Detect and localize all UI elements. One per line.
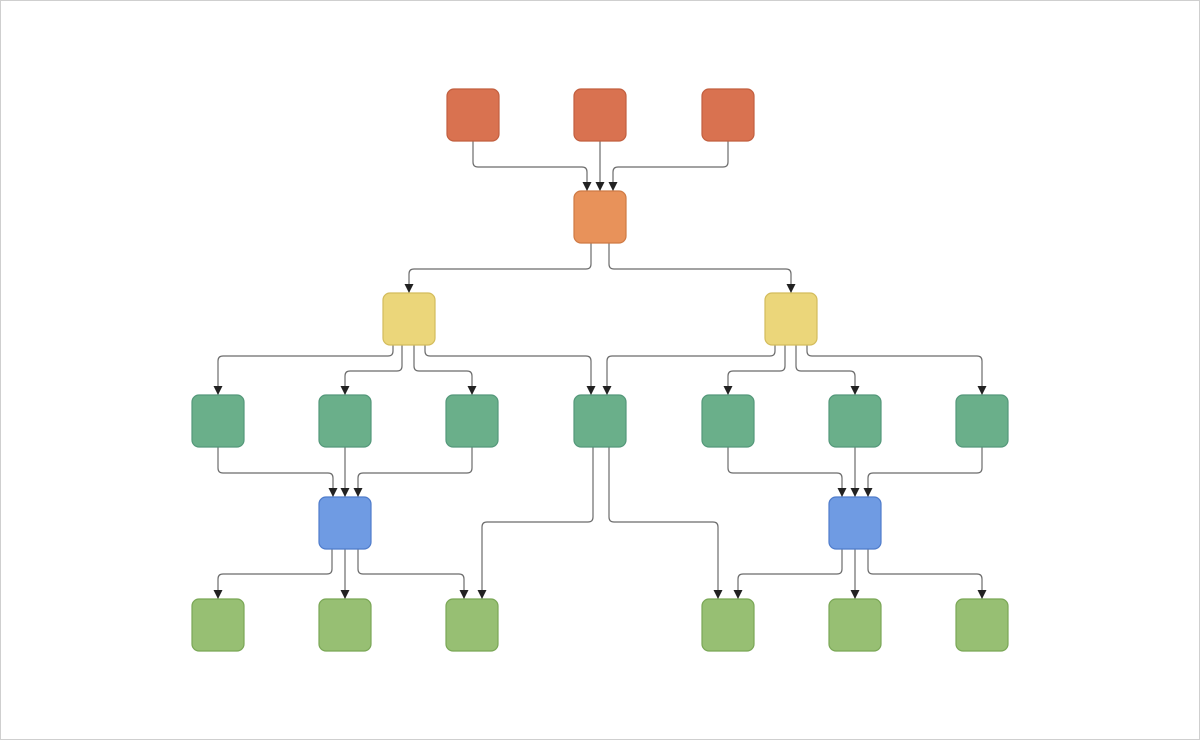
edge-mid-7-to-merge-right [863, 447, 983, 497]
node-merge-right[interactable] [828, 496, 882, 550]
node-box-mid-5[interactable] [701, 394, 755, 448]
nodes-layer [191, 88, 1009, 652]
edge-branch-right-to-mid-4 [602, 345, 776, 395]
node-box-mid-2[interactable] [318, 394, 372, 448]
edge-branch-left-to-mid-3 [413, 345, 477, 395]
node-mid-3[interactable] [445, 394, 499, 448]
node-leaf-2[interactable] [318, 598, 372, 652]
node-leaf-1[interactable] [191, 598, 245, 652]
node-branch-right[interactable] [764, 292, 818, 346]
node-leaf-6[interactable] [955, 598, 1009, 652]
node-leaf-5[interactable] [828, 598, 882, 652]
node-box-mid-1[interactable] [191, 394, 245, 448]
node-hub[interactable] [573, 190, 627, 244]
node-src-1[interactable] [446, 88, 500, 142]
node-box-leaf-4[interactable] [701, 598, 755, 652]
edge-merge-right-to-leaf-4 [733, 549, 843, 599]
node-box-src-3[interactable] [701, 88, 755, 142]
edge-hub-to-branch-left [404, 243, 592, 293]
node-box-merge-left[interactable] [318, 496, 372, 550]
node-box-src-2[interactable] [573, 88, 627, 142]
node-box-branch-left[interactable] [382, 292, 436, 346]
node-box-mid-3[interactable] [445, 394, 499, 448]
node-box-leaf-5[interactable] [828, 598, 882, 652]
edge-merge-right-to-leaf-6 [867, 549, 987, 599]
node-leaf-4[interactable] [701, 598, 755, 652]
node-box-src-1[interactable] [446, 88, 500, 142]
node-box-mid-7[interactable] [955, 394, 1009, 448]
node-box-hub[interactable] [573, 190, 627, 244]
edge-merge-left-to-leaf-1 [213, 549, 333, 599]
node-box-leaf-3[interactable] [445, 598, 499, 652]
node-mid-2[interactable] [318, 394, 372, 448]
node-box-merge-right[interactable] [828, 496, 882, 550]
edge-mid-3-to-merge-left [353, 447, 473, 497]
node-mid-6[interactable] [828, 394, 882, 448]
node-box-mid-4[interactable] [573, 394, 627, 448]
node-mid-1[interactable] [191, 394, 245, 448]
edges-layer [213, 141, 987, 599]
edge-merge-left-to-leaf-3 [357, 549, 469, 599]
node-box-mid-6[interactable] [828, 394, 882, 448]
node-branch-left[interactable] [382, 292, 436, 346]
edge-hub-to-branch-right [608, 243, 796, 293]
edge-mid-5-to-merge-right [727, 447, 847, 497]
node-box-branch-right[interactable] [764, 292, 818, 346]
node-box-leaf-1[interactable] [191, 598, 245, 652]
edge-branch-right-to-mid-5 [723, 345, 786, 395]
node-leaf-3[interactable] [445, 598, 499, 652]
node-mid-7[interactable] [955, 394, 1009, 448]
node-src-3[interactable] [701, 88, 755, 142]
edge-branch-left-to-mid-2 [340, 345, 403, 395]
node-box-leaf-6[interactable] [955, 598, 1009, 652]
edge-branch-left-to-mid-1 [213, 345, 394, 395]
edge-mid-4-to-leaf-3 [477, 447, 594, 599]
node-src-2[interactable] [573, 88, 627, 142]
edge-mid-4-to-leaf-4 [608, 447, 723, 599]
edge-mid-1-to-merge-left [217, 447, 338, 497]
edge-branch-right-to-mid-6 [795, 345, 860, 395]
edge-src-3-to-hub [608, 141, 729, 191]
node-mid-4[interactable] [573, 394, 627, 448]
node-mid-5[interactable] [701, 394, 755, 448]
edge-branch-left-to-mid-4 [424, 345, 596, 395]
node-box-leaf-2[interactable] [318, 598, 372, 652]
edge-branch-right-to-mid-7 [806, 345, 987, 395]
edge-src-1-to-hub [472, 141, 592, 191]
node-merge-left[interactable] [318, 496, 372, 550]
